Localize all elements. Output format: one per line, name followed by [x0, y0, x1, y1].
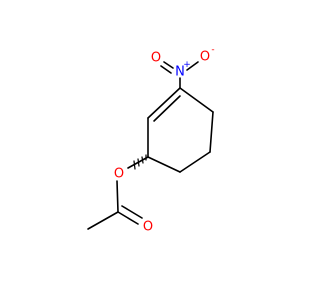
nitrogen-atom: N — [175, 65, 185, 80]
bond-c1-c2 — [179, 87, 214, 113]
bond-n-o-right — [186, 61, 199, 71]
bond-carbonyl-double-b — [121, 205, 143, 219]
bond-o-carbonyl-c — [116, 180, 119, 213]
bond-carbonyl-double-a — [117, 211, 139, 225]
stereo-hash-bond — [133, 154, 147, 170]
bond-c2-c3 — [209, 111, 214, 153]
bond-c4-c5 — [147, 156, 181, 173]
bond-carbonyl-c-ch3 — [87, 211, 119, 230]
oxygen-atom-carbonyl: O — [143, 220, 153, 235]
oxygen-atom-ester: O — [114, 167, 124, 182]
nitrogen-charge: + — [183, 60, 191, 70]
bond-n-o-left-a — [163, 61, 174, 69]
oxygen-atom-nitro-left: O — [151, 51, 161, 66]
bond-n-o-left-b — [160, 65, 172, 74]
oxygen-atom-nitro-right: O — [200, 50, 210, 65]
bond-c6-c1-double — [153, 95, 181, 122]
bond-c3-c4 — [179, 151, 211, 173]
oxygen-charge-nitro-right: - — [211, 45, 214, 55]
molecule-diagram: N + O - O O O — [87, 45, 215, 235]
bond-c6-c1 — [147, 87, 181, 119]
